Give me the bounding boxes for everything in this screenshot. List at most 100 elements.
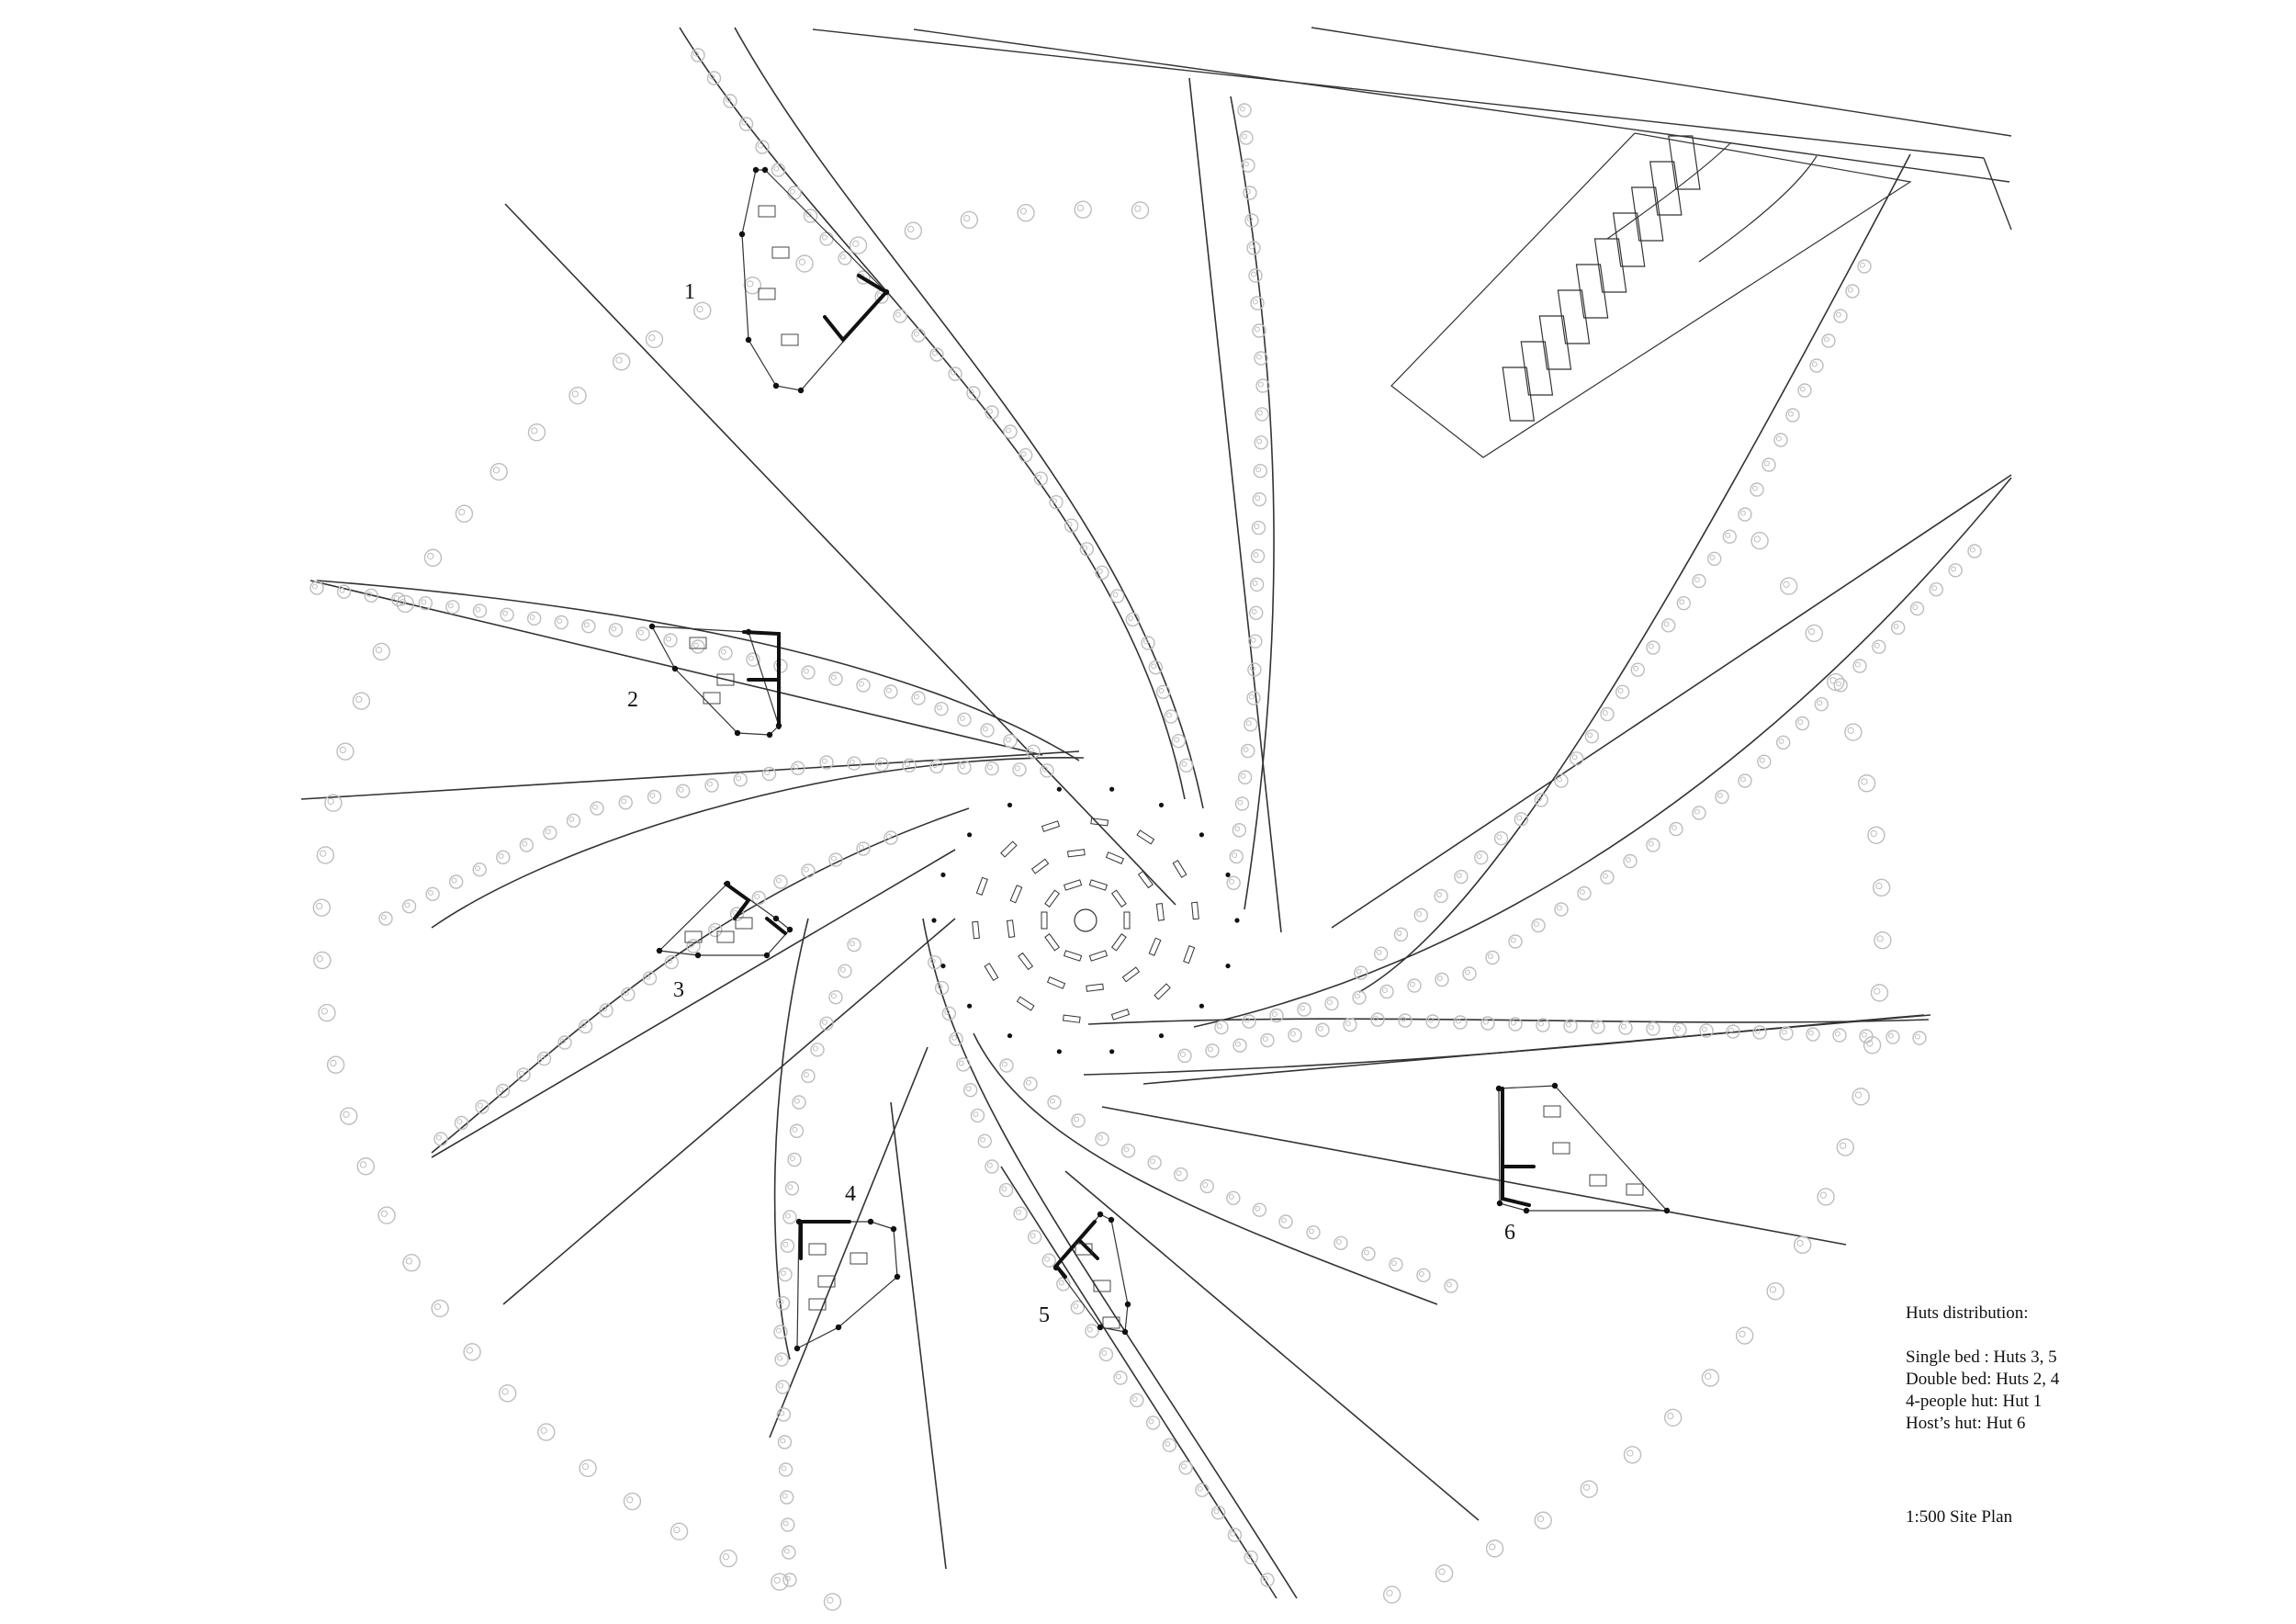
tree-icon bbox=[1623, 853, 1638, 869]
tree-icon bbox=[401, 898, 417, 914]
tree-icon bbox=[847, 937, 861, 953]
tree-icon bbox=[1832, 1028, 1847, 1043]
tree-icon bbox=[1508, 934, 1523, 949]
tree-icon bbox=[519, 838, 535, 852]
tree-icon bbox=[801, 665, 816, 680]
furniture-bed bbox=[1626, 1183, 1644, 1196]
tree-icon bbox=[1370, 1012, 1385, 1027]
tree-icon bbox=[1214, 1020, 1229, 1035]
tree-icon bbox=[1646, 1021, 1660, 1036]
tree-icon bbox=[1125, 612, 1141, 627]
hut-column bbox=[724, 880, 731, 887]
tree-icon bbox=[1373, 946, 1389, 961]
plaza-bench bbox=[1044, 933, 1061, 952]
hut-column bbox=[734, 729, 741, 737]
tree-icon bbox=[1162, 1438, 1177, 1453]
tree-icon bbox=[1324, 996, 1339, 1011]
plaza-bench bbox=[1067, 849, 1086, 858]
tree-icon bbox=[1485, 950, 1500, 965]
tree-icon bbox=[1026, 744, 1041, 760]
boundary-line-1 bbox=[504, 203, 1176, 906]
plaza-bench bbox=[1183, 945, 1196, 964]
hut-column bbox=[883, 288, 890, 296]
tree-icon bbox=[1252, 491, 1267, 507]
plaza-light bbox=[1109, 1049, 1115, 1054]
furniture-bed bbox=[758, 205, 776, 218]
road-edge-1 bbox=[812, 28, 1985, 159]
tree-icon bbox=[1485, 1539, 1504, 1558]
tree-icon bbox=[1254, 435, 1268, 450]
parking-bay bbox=[1668, 135, 1701, 190]
plaza-bench bbox=[1105, 851, 1125, 864]
parking-bay bbox=[1538, 315, 1572, 370]
tree-icon bbox=[819, 1016, 834, 1031]
hut-column bbox=[648, 623, 656, 630]
hut-column bbox=[1097, 1211, 1104, 1218]
plaza-bench bbox=[1123, 911, 1131, 930]
tree-icon bbox=[1480, 1016, 1495, 1031]
road-edge-3 bbox=[1311, 27, 2012, 137]
plaza-bench bbox=[1148, 937, 1162, 956]
path-curve-7 bbox=[1087, 1018, 1930, 1025]
hut-column bbox=[867, 1218, 874, 1225]
tree-icon bbox=[1779, 1026, 1794, 1041]
furniture-bed bbox=[781, 333, 799, 346]
hut-column bbox=[1523, 1207, 1530, 1214]
legend-row-four-people: 4-people hut: Hut 1 bbox=[1906, 1392, 2043, 1411]
plaza-bench bbox=[1006, 919, 1016, 938]
tree-icon bbox=[1757, 754, 1772, 769]
tree-icon bbox=[819, 231, 834, 246]
tree-icon bbox=[1870, 984, 1889, 1002]
tree-icon bbox=[324, 794, 343, 812]
tree-icon bbox=[581, 618, 596, 634]
tree-icon bbox=[1833, 309, 1848, 323]
tree-icon bbox=[1095, 565, 1109, 581]
tree-icon bbox=[1699, 1023, 1714, 1038]
tree-icon bbox=[718, 646, 733, 660]
tree-icon bbox=[838, 964, 852, 978]
tree-icon bbox=[1580, 1480, 1598, 1498]
tree-icon bbox=[1615, 684, 1630, 700]
tree-icon bbox=[743, 276, 762, 295]
tree-icon bbox=[1178, 1460, 1193, 1475]
hut-walls bbox=[823, 274, 890, 344]
tree-icon bbox=[1098, 1347, 1114, 1362]
tree-icon bbox=[1003, 424, 1018, 439]
tree-icon bbox=[472, 862, 487, 877]
plaza-bench bbox=[972, 920, 980, 940]
hut-column bbox=[793, 1345, 801, 1352]
tree-icon bbox=[849, 236, 868, 254]
plaza-bench bbox=[1018, 952, 1034, 971]
tree-icon bbox=[1199, 1179, 1214, 1194]
hut-column bbox=[786, 926, 793, 933]
tree-icon bbox=[316, 846, 335, 864]
tree-icon bbox=[774, 1352, 789, 1367]
tree-icon bbox=[904, 221, 923, 240]
plaza-bench bbox=[1090, 818, 1109, 827]
hut-column bbox=[1551, 1082, 1559, 1089]
tree-icon bbox=[568, 386, 587, 405]
tree-icon bbox=[1382, 1585, 1401, 1604]
tree-icon bbox=[554, 615, 568, 630]
tree-icon bbox=[911, 691, 926, 705]
tree-icon bbox=[1248, 634, 1263, 648]
tree-icon bbox=[1797, 383, 1812, 398]
tree-icon bbox=[771, 163, 786, 177]
hut-column bbox=[1495, 1085, 1503, 1092]
tree-icon bbox=[1343, 1017, 1357, 1032]
tree-icon bbox=[1237, 770, 1253, 784]
plaza-light bbox=[967, 1003, 973, 1009]
hut-column bbox=[738, 231, 746, 238]
tree-icon bbox=[1033, 471, 1049, 486]
tree-icon bbox=[1095, 1132, 1109, 1146]
tree-icon bbox=[1145, 1415, 1161, 1430]
tree-icon bbox=[642, 971, 658, 986]
tree-icon bbox=[433, 1132, 448, 1146]
tree-icon bbox=[1890, 620, 1906, 636]
path-curve-8 bbox=[973, 1032, 1438, 1305]
tree-icon bbox=[495, 1083, 511, 1099]
tree-icon bbox=[1715, 789, 1729, 805]
tree-icon bbox=[500, 607, 514, 622]
tree-icon bbox=[445, 600, 460, 615]
tree-icon bbox=[1171, 733, 1187, 749]
